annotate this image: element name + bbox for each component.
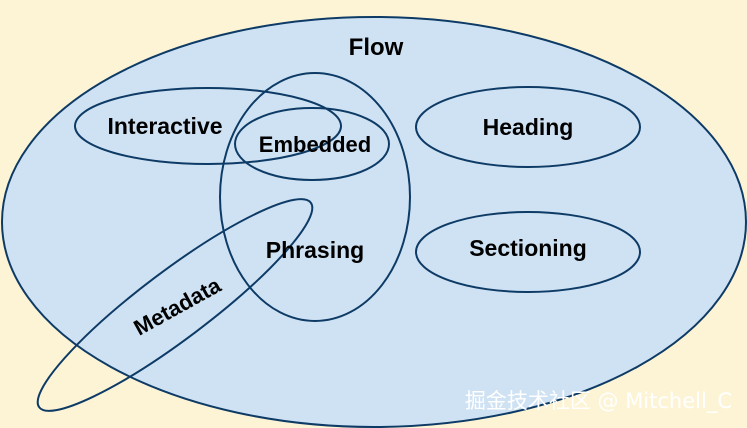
sectioning-set-ellipse xyxy=(415,211,641,293)
flow-label: Flow xyxy=(349,34,404,61)
heading-label: Heading xyxy=(483,114,574,140)
embedded-set-ellipse xyxy=(234,107,390,181)
flow-set-ellipse xyxy=(1,16,747,428)
heading-set-ellipse xyxy=(415,86,641,168)
watermark-text: 掘金技术社区 @ Mitchell_C xyxy=(465,389,732,414)
embedded-label: Embedded xyxy=(259,132,371,157)
metadata-set-ellipse xyxy=(36,198,314,412)
phrasing-set-ellipse xyxy=(219,72,411,322)
interactive-label: Interactive xyxy=(107,113,222,139)
phrasing-label: Phrasing xyxy=(266,237,364,263)
interactive-set-ellipse xyxy=(74,87,342,165)
sectioning-label: Sectioning xyxy=(469,235,587,261)
